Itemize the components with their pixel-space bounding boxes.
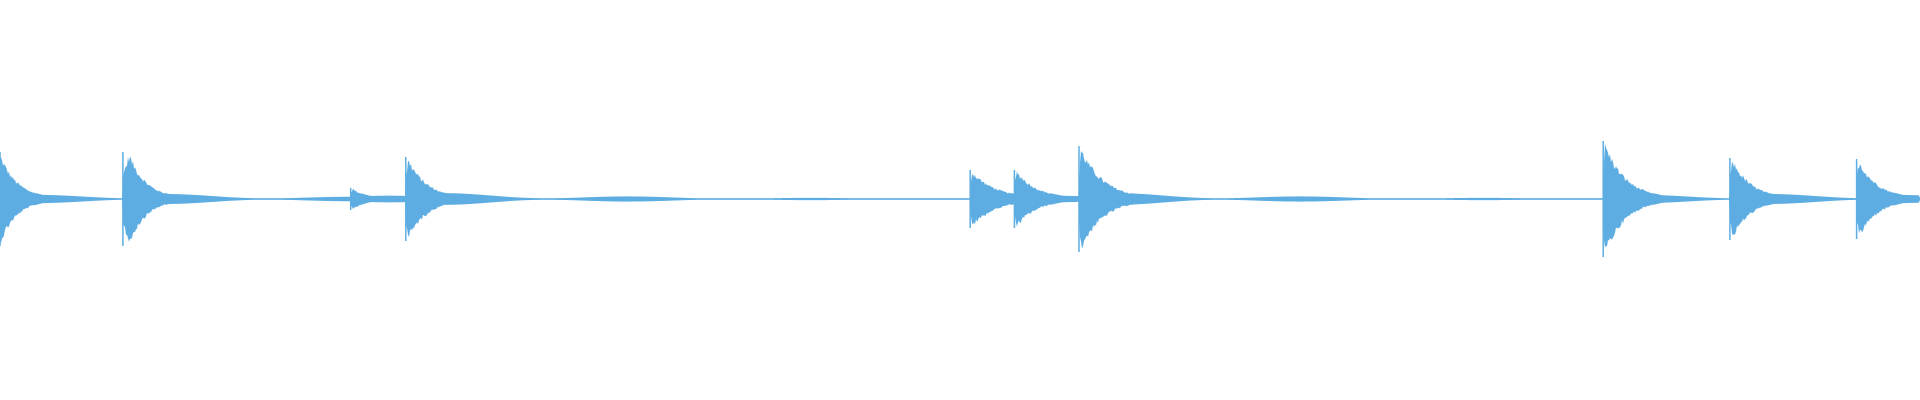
waveform-envelope	[0, 143, 1920, 249]
onset-markers	[0, 141, 1858, 257]
